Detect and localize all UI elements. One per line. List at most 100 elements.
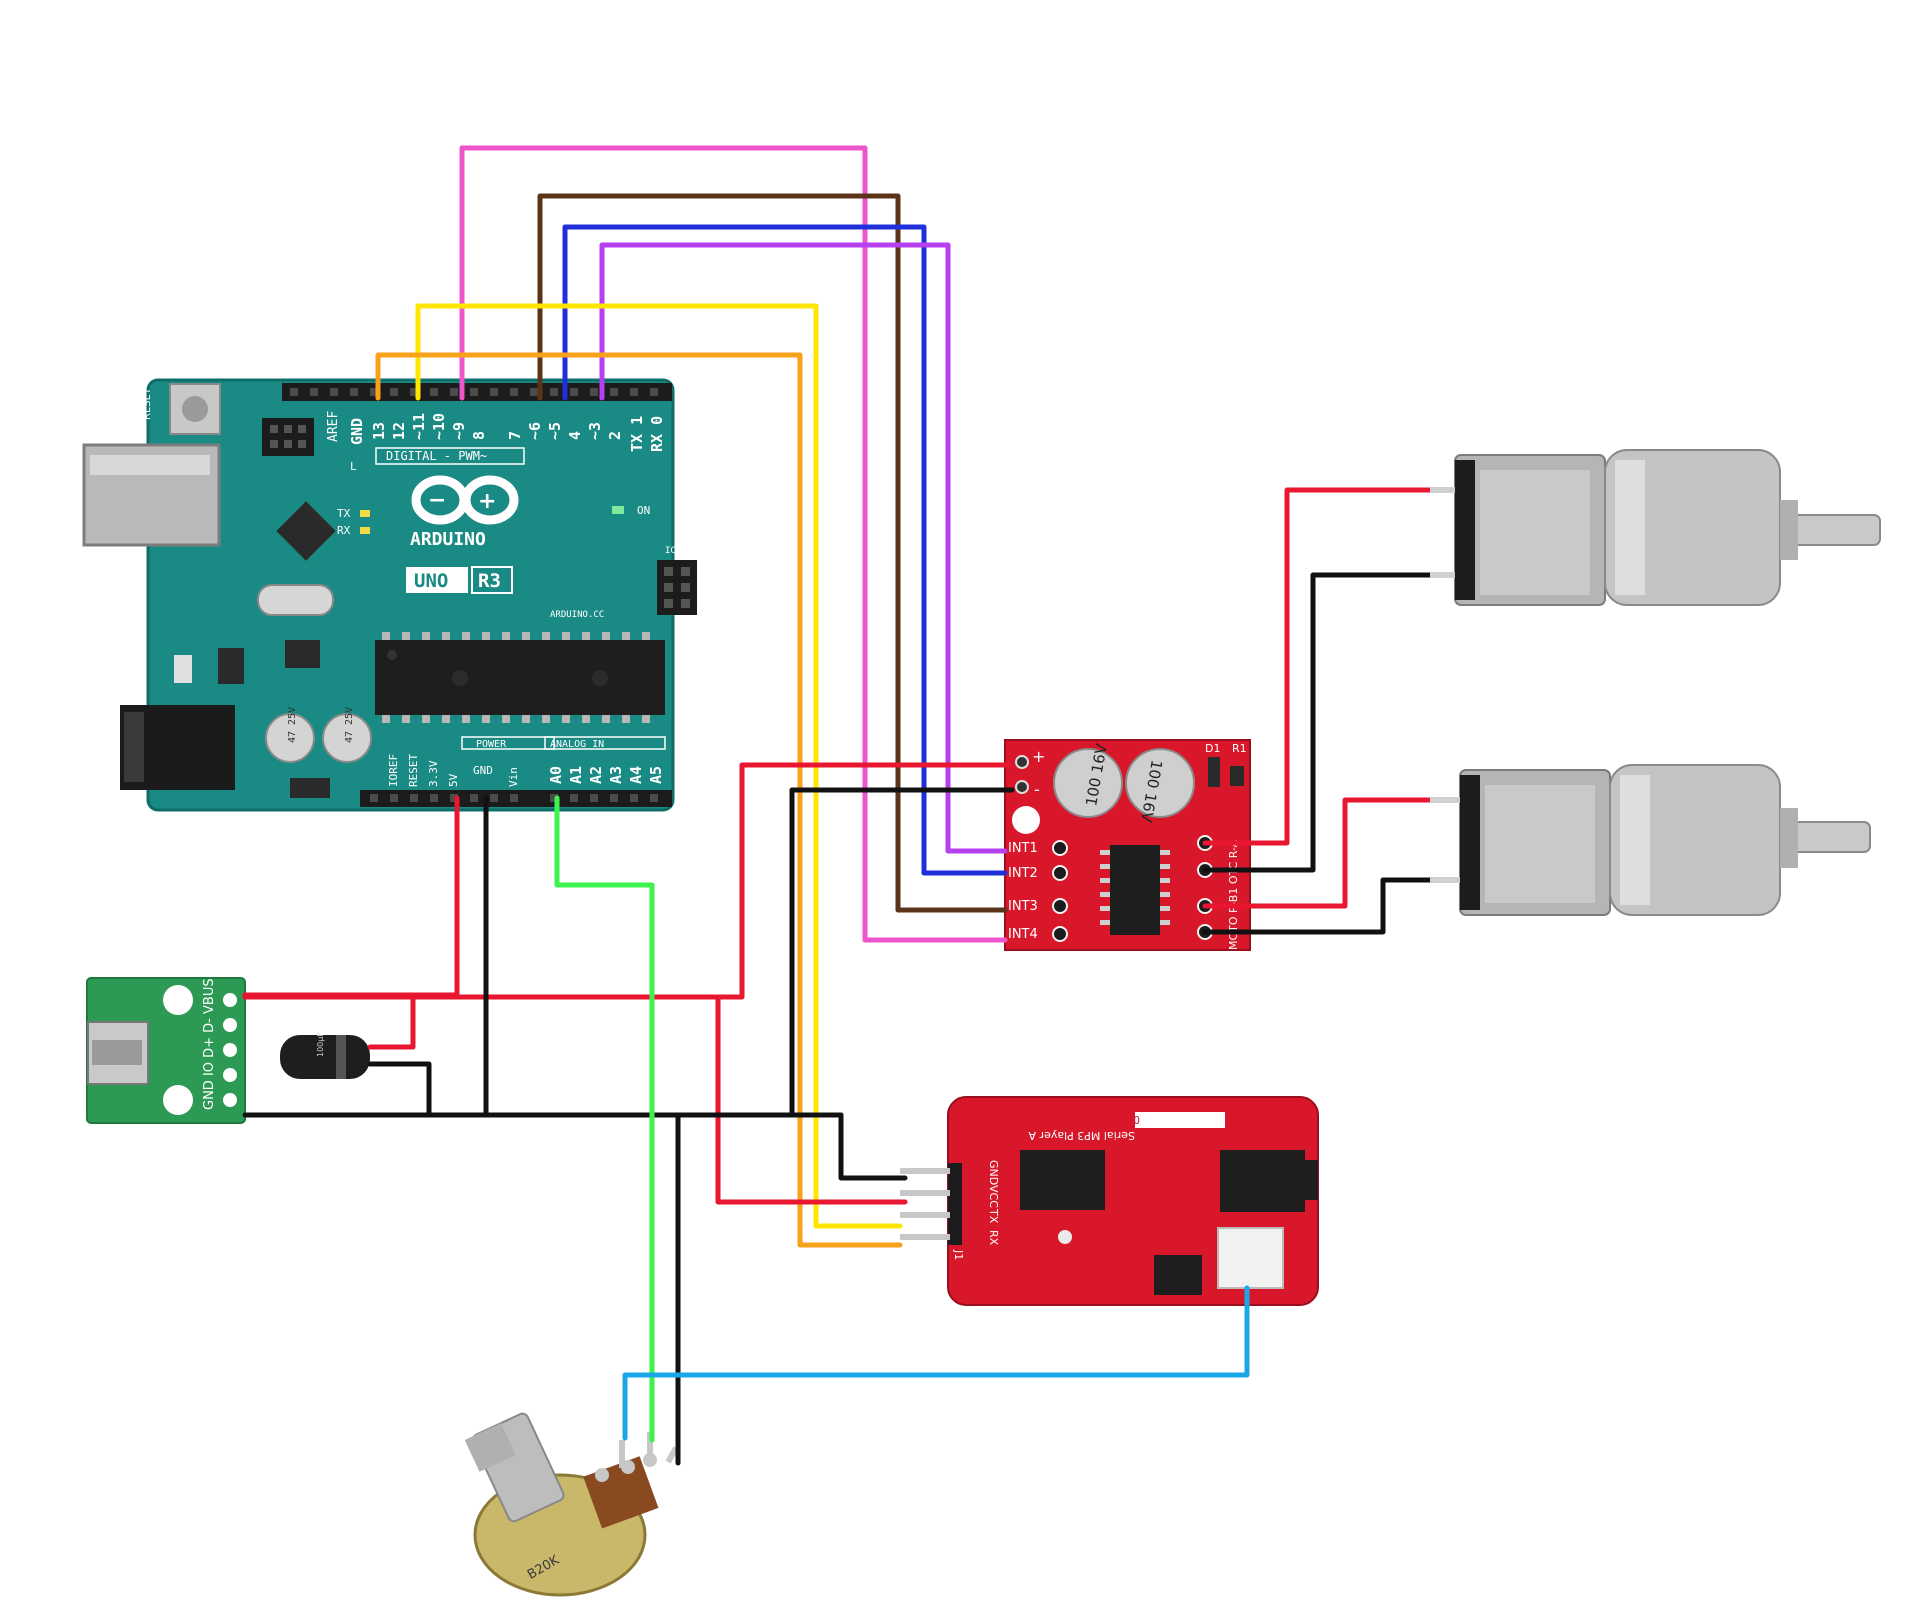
wire-pin9-int4 xyxy=(459,145,1008,943)
wire-pin11-mp3-tx xyxy=(415,303,903,1229)
model-uno: UNO xyxy=(414,570,448,592)
pin-label-4: 4 xyxy=(566,431,584,440)
wire-motor-bottom-red xyxy=(1202,797,1433,909)
wire-motor-top-black xyxy=(1202,572,1433,873)
pin-label-9: ~9 xyxy=(450,422,468,440)
driver-plus-label: + xyxy=(1032,747,1045,766)
mp3-brand: OPEN-SMART xyxy=(1073,1113,1140,1126)
board-capacitor-right: 47 25V xyxy=(322,707,372,763)
board-capacitor-left: 47 25V xyxy=(265,707,315,763)
pin-label-vin: Vin xyxy=(507,767,520,787)
mp3-decoder-chip xyxy=(1020,1150,1105,1210)
arduino-uno-board: RESET AREF GND 13 12 ~11 ~10 ~9 8 7 ~6 ~… xyxy=(82,378,697,812)
pin-label-8: 8 xyxy=(470,431,488,440)
driver-minus-label: - xyxy=(1034,780,1040,799)
pin-label-gnd: GND xyxy=(348,418,366,445)
pin-label-a3: A3 xyxy=(607,766,625,784)
svg-text:+: + xyxy=(478,489,496,514)
electrolytic-capacitor: 100µF xyxy=(280,1032,370,1079)
motor-output-label: MOTO R-B1 OTC R-A xyxy=(1227,839,1240,950)
mp3-pin-vcc: VCC xyxy=(987,1185,1000,1208)
wire-pin5-int2 xyxy=(562,224,1008,876)
mp3-pin-rx: RX xyxy=(987,1230,1000,1246)
int4-label: INT4 xyxy=(1008,927,1038,942)
pin-label-tx1: TX 1 xyxy=(628,416,646,452)
r1-label: R1 xyxy=(1232,742,1247,755)
pin-label-5v: 5V xyxy=(447,773,460,787)
int3-label: INT3 xyxy=(1008,899,1038,914)
driver-input-pads xyxy=(1052,840,1068,942)
wire-capacitor-gnd xyxy=(367,1061,432,1118)
dc-motor-bottom xyxy=(1459,764,1871,916)
driver-capacitor-right: 100 16V xyxy=(1125,748,1195,824)
potentiometer: B20K xyxy=(464,1412,679,1597)
driver-ic xyxy=(1110,845,1160,935)
analog-in-label: ANALOG IN xyxy=(550,739,604,750)
wire-pin6-int3 xyxy=(537,193,1008,913)
pin-label-a4: A4 xyxy=(627,766,645,784)
dc-motor-top xyxy=(1454,449,1881,606)
mp3-j1-label: J1 xyxy=(952,1249,965,1260)
pin-label-ioref: IOREF xyxy=(387,754,400,787)
arduino-brand: ARDUINO xyxy=(410,529,486,550)
svg-text:100µF: 100µF xyxy=(316,1032,325,1057)
pin-label-a1: A1 xyxy=(567,766,585,784)
svg-text:47 25V: 47 25V xyxy=(287,707,298,743)
on-led-label: ON xyxy=(637,504,650,517)
speaker-connector xyxy=(1217,1227,1284,1289)
atmega328p-chip xyxy=(375,640,665,715)
arduino-logo xyxy=(411,475,519,525)
crystal-oscillator xyxy=(257,584,334,616)
wire-vbus-mp3-vcc xyxy=(715,994,908,1205)
wire-pin3-int1 xyxy=(599,242,1008,854)
pin-label-2: 2 xyxy=(606,431,624,440)
usb-breakout-pins-label: GND IO D+ D- VBUS xyxy=(202,978,217,1110)
pin-label-reset: RESET xyxy=(407,754,420,787)
wire-pin13-mp3-rx xyxy=(375,352,903,1248)
icsp-header-right: ICSP xyxy=(657,546,697,615)
aref-label: AREF xyxy=(326,411,341,442)
pin-label-rx0: RX 0 xyxy=(648,416,666,452)
mp3-pin-gnd: GND xyxy=(987,1160,1000,1185)
pin-label-3: ~3 xyxy=(586,422,604,440)
wire-vbus-driver-plus xyxy=(242,762,1013,1000)
wire-motor-bottom-black xyxy=(1202,877,1433,935)
icsp-label: ICSP xyxy=(665,546,687,556)
wires xyxy=(242,145,1460,1466)
d1-label: D1 xyxy=(1205,742,1220,755)
mp3-header xyxy=(948,1163,962,1245)
arduino-site: ARDUINO.CC xyxy=(550,610,604,620)
usb-controller-chip xyxy=(276,501,336,561)
pin-label-13: 13 xyxy=(370,422,388,440)
svg-text:−: − xyxy=(428,488,446,513)
wire-speaker-potentiometer xyxy=(622,1285,1250,1441)
pin-label-7: 7 xyxy=(506,431,524,440)
pin-label-a2: A2 xyxy=(587,766,605,784)
wire-gnd-driver-minus xyxy=(789,787,1015,1118)
icsp-header-left xyxy=(262,418,314,456)
pin-label-10: ~10 xyxy=(430,413,448,440)
usb-breakout-board: GND IO D+ D- VBUS xyxy=(86,977,246,1124)
pin-label-3v3: 3.3V xyxy=(427,760,440,787)
pin-label-gnd-power: GND xyxy=(473,764,493,777)
pin-label-11: ~11 xyxy=(410,413,428,440)
reset-text: RESET xyxy=(142,387,153,420)
digital-header-pins xyxy=(290,388,658,396)
mp3-player-module: OPEN-SMART Serial MP3 Player A GND VCC T… xyxy=(900,1096,1319,1306)
wire-5v-vbus xyxy=(242,795,460,998)
digital-pwm-label: DIGITAL - PWM~ xyxy=(386,449,487,463)
model-r3: R3 xyxy=(478,570,501,592)
wire-gnd-mp3 xyxy=(827,1112,908,1181)
wire-motor-top-red xyxy=(1202,487,1433,846)
int1-label: INT1 xyxy=(1008,841,1038,856)
pin-label-6: ~6 xyxy=(526,422,544,440)
l-led-label: L xyxy=(350,460,357,473)
pin-label-5: ~5 xyxy=(546,422,564,440)
pin-label-a0: A0 xyxy=(547,766,565,784)
power-label: POWER xyxy=(476,739,507,750)
rx-label: RX xyxy=(337,524,351,537)
mp3-title: Serial MP3 Player A xyxy=(1028,1129,1135,1142)
mp3-pin-tx: TX xyxy=(987,1208,1000,1224)
wire-a0-potentiometer xyxy=(554,795,655,1443)
audio-jack xyxy=(1220,1150,1305,1212)
